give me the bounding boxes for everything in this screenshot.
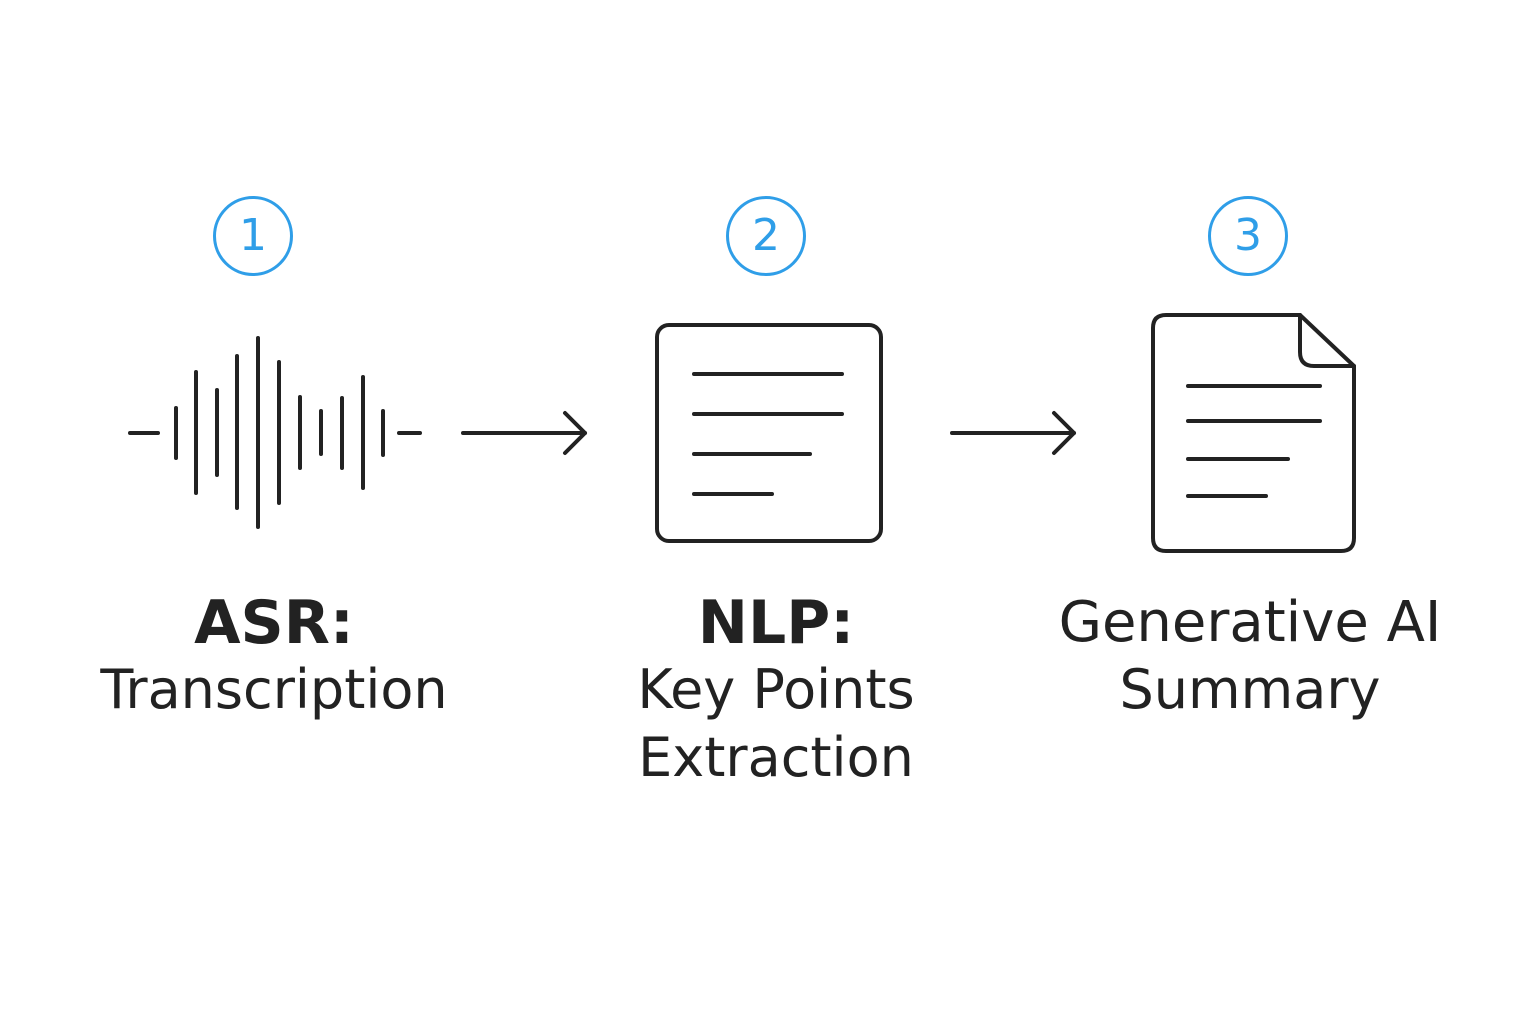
sound-wave-icon [128,336,422,529]
step-3-badge: 3 [1208,196,1288,276]
step-3-title: Generative AI [1058,590,1442,655]
step-1-label: ASR: Transcription [74,590,474,724]
step-1-badge: 1 [213,196,293,276]
step-2-line-1: Key Points [637,658,915,721]
step-3-label: Generative AI Summary [1030,590,1470,724]
step-1-title: ASR: [194,588,354,658]
step-2-label: NLP: Key Points Extraction [576,590,976,792]
step-1-line-1: Transcription [100,658,448,721]
arrow-right-icon [461,411,587,455]
step-2-badge: 2 [726,196,806,276]
step-2-line-2: Extraction [638,726,914,789]
text-document-icon [655,323,883,543]
summary-document-icon [1151,313,1356,553]
step-3-number: 3 [1234,210,1262,261]
step-2-title: NLP: [697,588,855,658]
step-3-line-1: Summary [1119,658,1381,721]
step-2-number: 2 [752,210,780,261]
step-1-number: 1 [239,210,267,261]
arrow-right-icon [950,411,1076,455]
